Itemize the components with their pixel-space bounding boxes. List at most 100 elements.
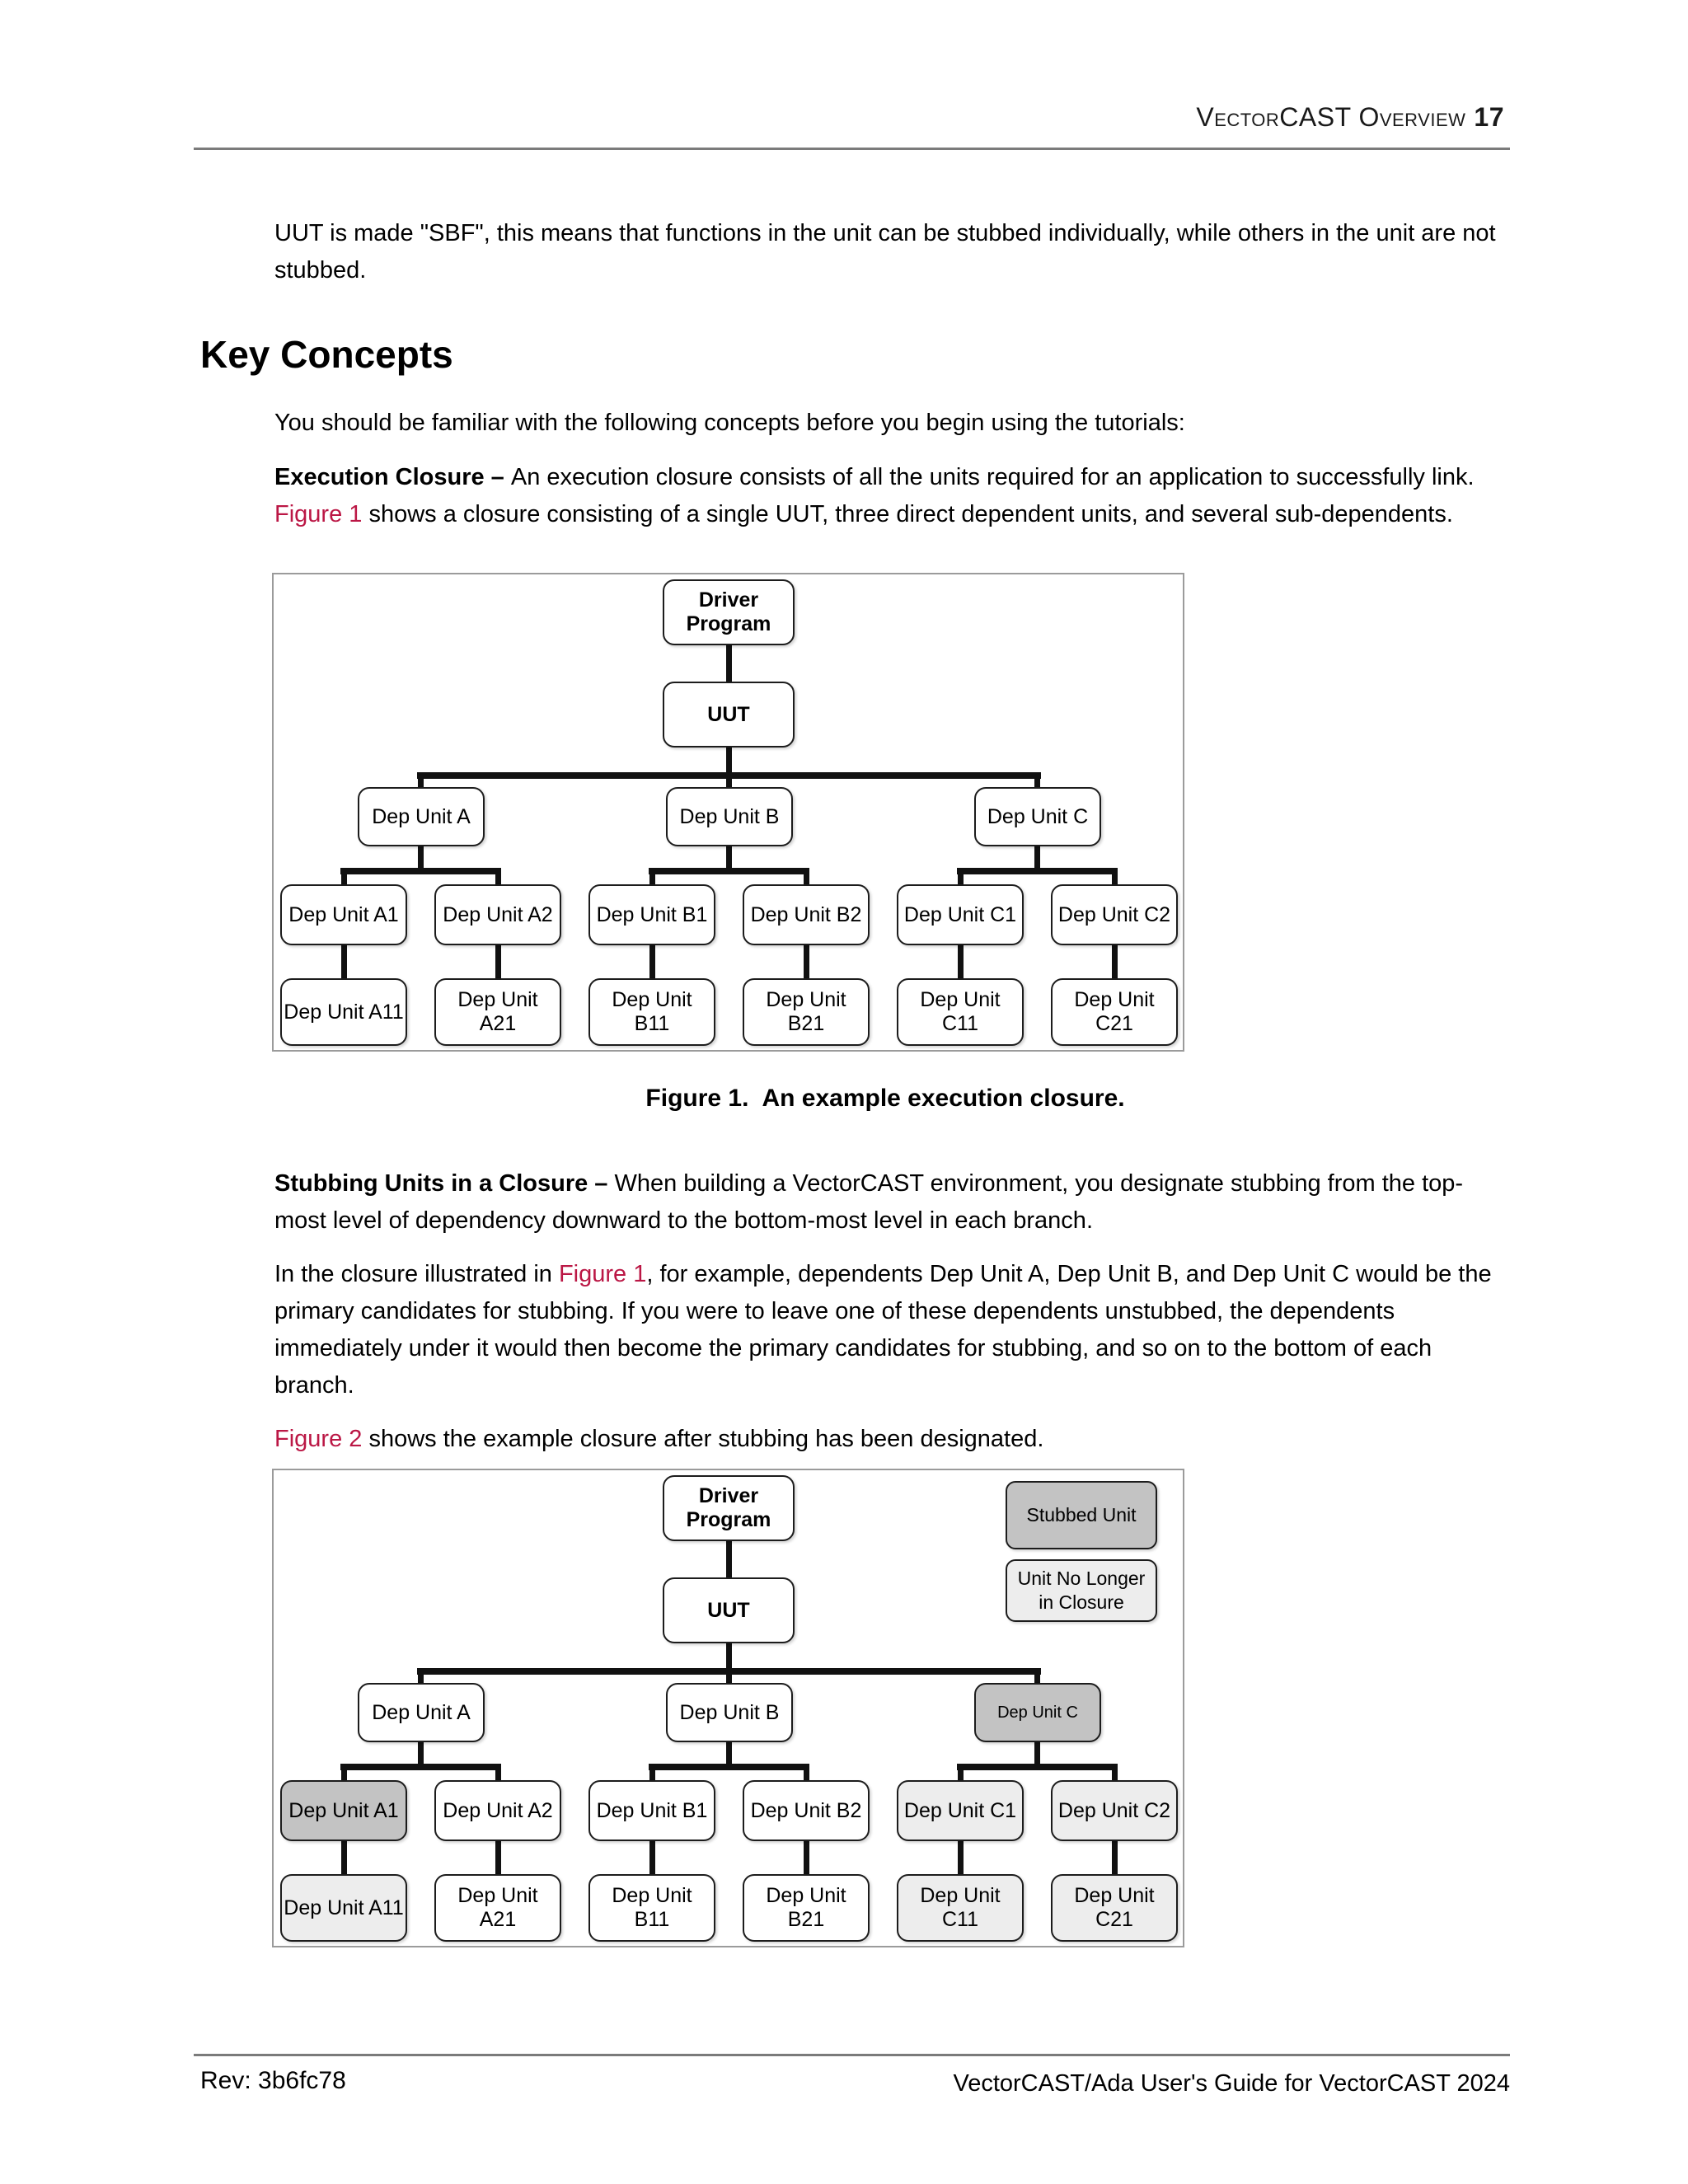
fig2-node-dep-unit-b1: Dep Unit B1 xyxy=(588,1780,715,1841)
header-rule xyxy=(194,148,1510,150)
fig1-node-dep-unit-b21: Dep Unit B21 xyxy=(743,978,870,1046)
connector-line xyxy=(958,1770,964,1780)
fig1-node-dep-unit-b11: Dep Unit B11 xyxy=(588,978,715,1046)
connector-line xyxy=(649,1764,809,1770)
fig2-node-dep-unit-a: Dep Unit A xyxy=(358,1683,485,1742)
execution-closure-term: Execution Closure – xyxy=(274,464,511,490)
closure-text: In the closure illustrated in xyxy=(274,1261,559,1287)
fig1-node-driver-program: Driver Program xyxy=(663,579,795,645)
connector-line xyxy=(649,945,655,978)
figure1-diagram: Driver Program UUT Dep Unit A Dep Unit B… xyxy=(272,573,1184,1052)
connector-line xyxy=(495,945,501,978)
execution-closure-text: An execution closure consists of all the… xyxy=(510,464,1475,490)
legend-stubbed-unit: Stubbed Unit xyxy=(1006,1481,1157,1549)
fig2-node-uut: UUT xyxy=(663,1577,795,1643)
connector-line xyxy=(341,945,347,978)
connector-line xyxy=(341,874,347,884)
connector-line xyxy=(804,945,809,978)
connector-line xyxy=(1034,1742,1040,1767)
fig1-node-dep-unit-c1: Dep Unit C1 xyxy=(897,884,1024,945)
connector-line xyxy=(418,1675,424,1683)
connector-line xyxy=(341,1770,347,1780)
fig2-node-dep-unit-c-stubbed: Dep Unit C xyxy=(974,1683,1101,1742)
connector-line xyxy=(1112,1841,1118,1874)
connector-line xyxy=(418,1742,424,1767)
connector-line xyxy=(958,945,964,978)
execution-closure-text-2: shows a closure consisting of a single U… xyxy=(362,501,1453,527)
closure-example-paragraph: In the closure illustrated in Figure 1, … xyxy=(274,1256,1503,1404)
connector-line xyxy=(726,846,732,871)
fig2-node-dep-unit-b11: Dep Unit B11 xyxy=(588,1874,715,1942)
fig2-node-dep-unit-a2: Dep Unit A2 xyxy=(434,1780,561,1841)
fig1-node-dep-unit-c21: Dep Unit C21 xyxy=(1051,978,1178,1046)
connector-line xyxy=(649,1770,655,1780)
execution-closure-paragraph: Execution Closure – An execution closure… xyxy=(274,459,1503,533)
revision-label: Rev: 3b6fc78 xyxy=(200,2067,346,2094)
stubbing-paragraph: Stubbing Units in a Closure – When build… xyxy=(274,1165,1503,1240)
connector-line xyxy=(1112,874,1118,884)
connector-line xyxy=(649,874,655,884)
connector-line xyxy=(958,1841,964,1874)
connector-line xyxy=(649,868,809,874)
fig1-node-dep-unit-b2: Dep Unit B2 xyxy=(743,884,870,945)
connector-line xyxy=(726,779,732,787)
familiar-paragraph: You should be familiar with the followin… xyxy=(274,410,1185,436)
fig2-node-dep-unit-b21: Dep Unit B21 xyxy=(743,1874,870,1942)
connector-line xyxy=(495,874,501,884)
fig1-node-dep-unit-b1: Dep Unit B1 xyxy=(588,884,715,945)
fig2-node-dep-unit-a11-out-of-closure: Dep Unit A11 xyxy=(280,1874,407,1942)
fig1-node-dep-unit-a1: Dep Unit A1 xyxy=(280,884,407,945)
footer-rule xyxy=(194,2054,1510,2056)
connector-line xyxy=(957,868,1118,874)
connector-line xyxy=(726,1742,732,1767)
connector-line xyxy=(804,874,809,884)
connector-line xyxy=(418,779,424,787)
figure1-link-2[interactable]: Figure 1 xyxy=(558,1261,647,1287)
fig2-node-dep-unit-c1-out-of-closure: Dep Unit C1 xyxy=(897,1780,1024,1841)
connector-line xyxy=(804,1841,809,1874)
legend-unit-no-longer-in-closure: Unit No Longer in Closure xyxy=(1006,1559,1157,1622)
connector-line xyxy=(340,1764,501,1770)
fig2-node-dep-unit-a21: Dep Unit A21 xyxy=(434,1874,561,1942)
stubbing-term: Stubbing Units in a Closure – xyxy=(274,1170,615,1197)
fig1-node-dep-unit-c: Dep Unit C xyxy=(974,787,1101,846)
connector-line xyxy=(1034,1675,1040,1683)
section-heading: Key Concepts xyxy=(200,332,453,376)
connector-line xyxy=(417,772,1041,779)
figure1-link[interactable]: Figure 1 xyxy=(274,501,363,527)
connector-line xyxy=(804,1770,809,1780)
closure-text-2: , for example, dependents Dep Unit A, De… xyxy=(274,1261,1492,1399)
fig2-node-dep-unit-a1-stubbed: Dep Unit A1 xyxy=(280,1780,407,1841)
fig2-node-dep-unit-c11-out-of-closure: Dep Unit C11 xyxy=(897,1874,1024,1942)
figure2-intro-paragraph: Figure 2 shows the example closure after… xyxy=(274,1421,1503,1458)
connector-line xyxy=(726,645,732,682)
fig1-node-dep-unit-a11: Dep Unit A11 xyxy=(280,978,407,1046)
connector-line xyxy=(726,748,732,776)
figure2-link[interactable]: Figure 2 xyxy=(274,1426,363,1452)
fig2-node-dep-unit-c2-out-of-closure: Dep Unit C2 xyxy=(1051,1780,1178,1841)
stubbing-text: When building a VectorCAST environment, … xyxy=(274,1170,1464,1234)
figure1-caption: Figure 1.An example execution closure. xyxy=(274,1085,1496,1113)
connector-line xyxy=(418,846,424,871)
fig2-node-dep-unit-c21-out-of-closure: Dep Unit C21 xyxy=(1051,1874,1178,1942)
connector-line xyxy=(1034,779,1040,787)
connector-line xyxy=(726,1675,732,1683)
connector-line xyxy=(417,1668,1041,1675)
connector-line xyxy=(1112,945,1118,978)
figure1-caption-label: Figure 1. xyxy=(645,1085,749,1112)
fig2-node-dep-unit-b: Dep Unit B xyxy=(666,1683,793,1742)
fig1-node-dep-unit-a21: Dep Unit A21 xyxy=(434,978,561,1046)
fig2-node-dep-unit-b2: Dep Unit B2 xyxy=(743,1780,870,1841)
connector-line xyxy=(495,1841,501,1874)
fig1-node-dep-unit-a2: Dep Unit A2 xyxy=(434,884,561,945)
fig1-node-dep-unit-b: Dep Unit B xyxy=(666,787,793,846)
connector-line xyxy=(957,1764,1118,1770)
fig1-node-dep-unit-c11: Dep Unit C11 xyxy=(897,978,1024,1046)
connector-line xyxy=(726,1643,732,1671)
fig1-node-uut: UUT xyxy=(663,682,795,748)
page-number: 17 xyxy=(1474,102,1504,132)
connector-line xyxy=(1112,1770,1118,1780)
intro-paragraph: UUT is made "SBF", this means that funct… xyxy=(274,220,1496,284)
